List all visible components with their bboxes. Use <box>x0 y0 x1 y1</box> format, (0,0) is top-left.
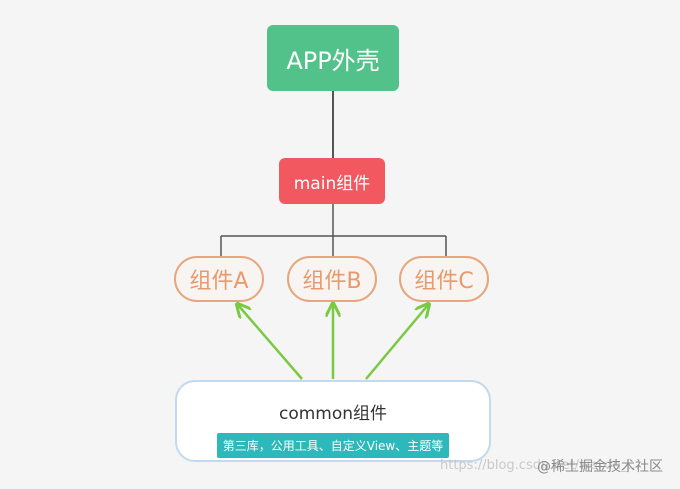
arrow-to-component-a <box>238 305 303 380</box>
component-c-label: 组件C <box>414 269 474 294</box>
arrow-to-component-c <box>365 305 428 380</box>
main-component-label: main组件 <box>293 173 371 194</box>
common-component-subtitle: 第三库，公用工具、自定义View、主题等 <box>216 433 450 458</box>
component-a-node: 组件A <box>174 256 264 302</box>
watermark-brand: @稀土掘金技术社区 <box>537 459 663 475</box>
app-shell-label: APP外壳 <box>286 46 380 75</box>
watermark-url: https://blog.csdn.net/weixin_... <box>440 458 640 473</box>
common-component-title: common组件 <box>278 404 388 424</box>
component-b-node: 组件B <box>287 256 377 302</box>
component-b-label: 组件B <box>302 269 362 294</box>
common-component-node: common组件 第三库，公用工具、自定义View、主题等 <box>175 380 491 462</box>
component-c-node: 组件C <box>399 256 489 302</box>
main-component-node: main组件 <box>279 158 385 204</box>
app-shell-node: APP外壳 <box>267 25 399 91</box>
component-a-label: 组件A <box>189 269 249 294</box>
